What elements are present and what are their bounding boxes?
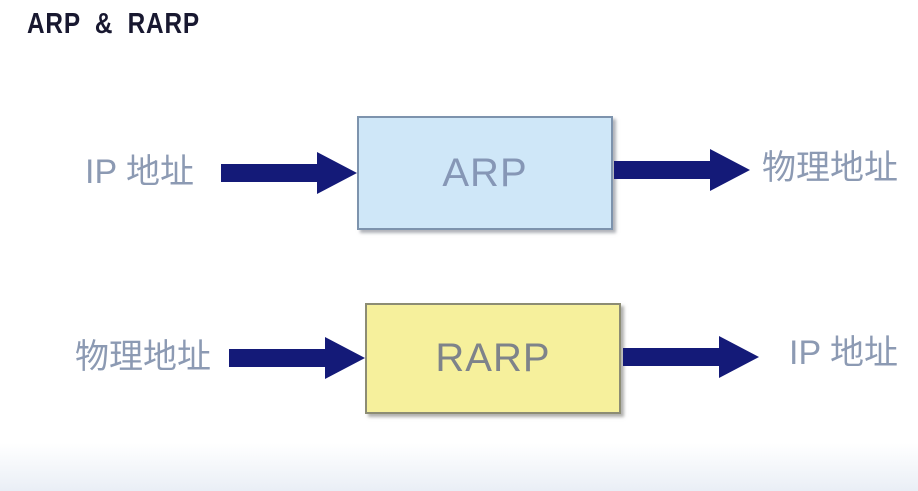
page-title: ARP & RARP bbox=[27, 8, 200, 40]
rarp-output-label: IP 地址 bbox=[789, 334, 898, 372]
right-arrow-icon bbox=[623, 335, 759, 379]
rarp-box: RARP bbox=[365, 303, 621, 414]
arp-output-label: 物理地址 bbox=[762, 149, 898, 187]
arp-box-label: ARP bbox=[442, 150, 528, 195]
right-arrow-icon bbox=[614, 148, 750, 192]
rarp-input-label: 物理地址 bbox=[75, 338, 211, 376]
right-arrow-icon bbox=[221, 151, 357, 195]
right-arrow-icon bbox=[229, 336, 365, 380]
bottom-shade-divider bbox=[0, 443, 918, 491]
rarp-box-label: RARP bbox=[435, 336, 551, 380]
arp-input-label: IP 地址 bbox=[85, 153, 194, 191]
arp-box: ARP bbox=[357, 116, 613, 230]
